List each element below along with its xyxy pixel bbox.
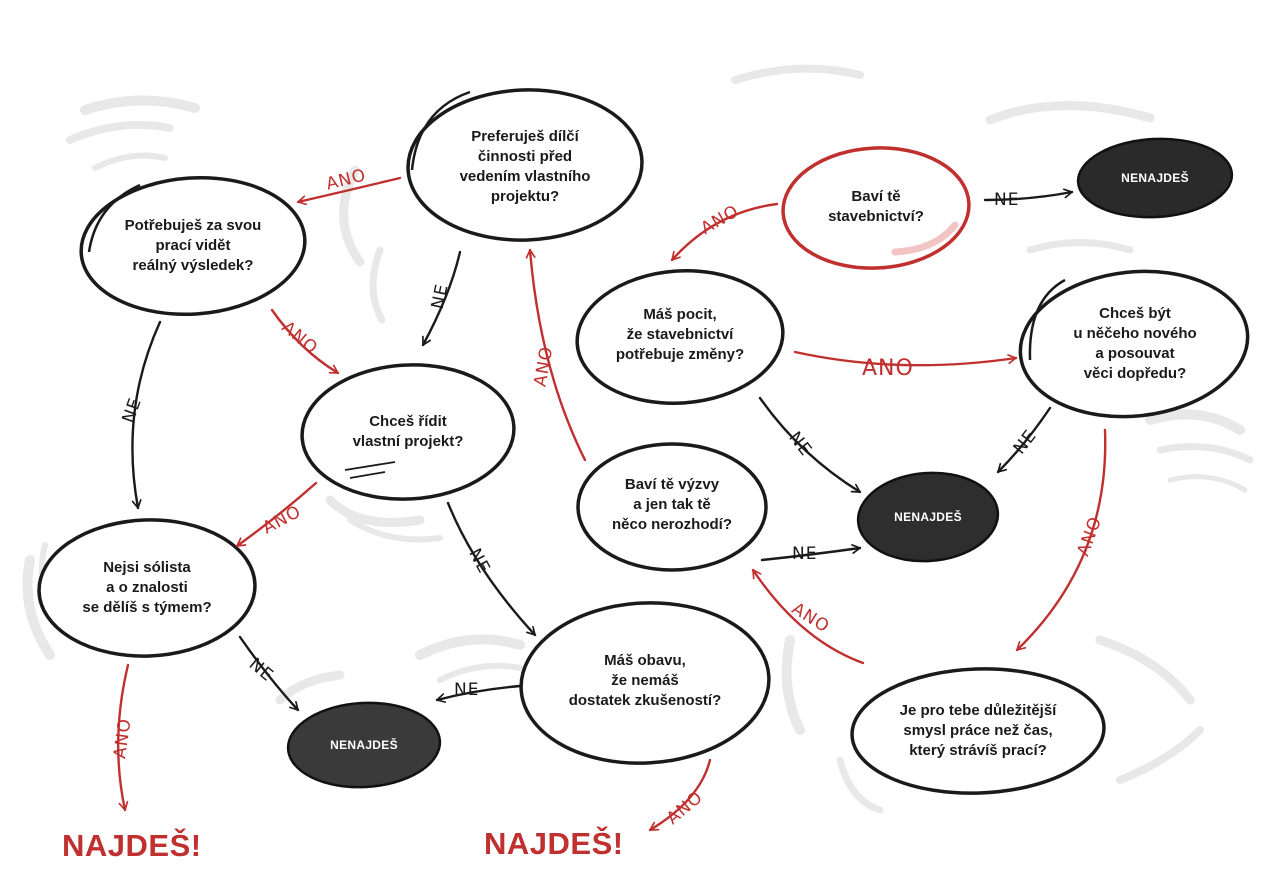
- question-text: Preferuješ dílčí činnosti před vedením v…: [459, 128, 591, 205]
- edge-label-no: NE: [454, 680, 480, 700]
- question-chces-ridit: Chceš řídit vlastní projekt?: [305, 400, 511, 464]
- question-text: Potřebuješ za svou prací vidět reálný vý…: [124, 217, 262, 274]
- no-connectors: [131, 188, 1074, 712]
- end-text: NENAJDEŠ: [894, 510, 962, 524]
- end-nenajdes-top: NENAJDEŠ: [1085, 158, 1225, 198]
- end-shapes: [286, 137, 1234, 789]
- edge-label-no: NE: [994, 190, 1020, 210]
- question-potrebujes: Potřebuješ za svou prací vidět reálný vý…: [88, 196, 298, 296]
- end-text: NENAJDEŠ: [330, 738, 398, 752]
- question-text: Máš pocit, že stavebnictví potřebuje změ…: [615, 306, 745, 363]
- question-bavi-stavebnictvi: Baví tě stavebnictví?: [790, 175, 962, 239]
- question-mas-pocit: Máš pocit, že stavebnictví potřebuje změ…: [580, 292, 780, 378]
- edge-label-yes: ANO: [862, 356, 914, 381]
- end-nenajdes-middle: NENAJDEŠ: [860, 497, 996, 537]
- question-text: Chceš být u něčeho nového a posouvat věc…: [1073, 305, 1197, 382]
- edge-label-no: NE: [792, 544, 818, 564]
- end-text: NENAJDEŠ: [1121, 171, 1189, 185]
- question-shapes: [37, 88, 1250, 795]
- result-najdes-left: NAJDEŠ!: [62, 828, 202, 863]
- question-mas-obavu: Máš obavu, že nemáš dostatek zkušeností?: [530, 638, 760, 724]
- question-text: Baví tě výzvy a jen tak tě něco nerozhod…: [612, 476, 732, 533]
- result-najdes-center: NAJDEŠ!: [484, 826, 624, 861]
- question-text: Nejsi sólista a o znalosti se dělíš s tý…: [82, 559, 212, 616]
- end-nenajdes-bottom: NENAJDEŠ: [292, 725, 436, 765]
- question-text: Máš obavu, že nemáš dostatek zkušeností?: [568, 652, 722, 709]
- red-question-shape: [781, 146, 971, 270]
- question-preferujes: Preferuješ dílčí činnosti před vedením v…: [418, 108, 632, 226]
- question-bavi-vyzvy: Baví tě výzvy a jen tak tě něco nerozhod…: [585, 462, 759, 548]
- question-je-pro-tebe: Je pro tebe důležitější smysl práce než …: [858, 688, 1098, 774]
- question-text: Je pro tebe důležitější smysl práce než …: [899, 702, 1057, 759]
- yes-connectors: [116, 176, 1107, 832]
- question-chces-byt: Chceš být u něčeho nového a posouvat věc…: [1030, 290, 1240, 398]
- question-nejsi-solista: Nejsi sólista a o znalosti se dělíš s tý…: [45, 545, 249, 631]
- question-text: Chceš řídit vlastní projekt?: [352, 413, 464, 450]
- question-text: Baví tě stavebnictví?: [828, 188, 924, 225]
